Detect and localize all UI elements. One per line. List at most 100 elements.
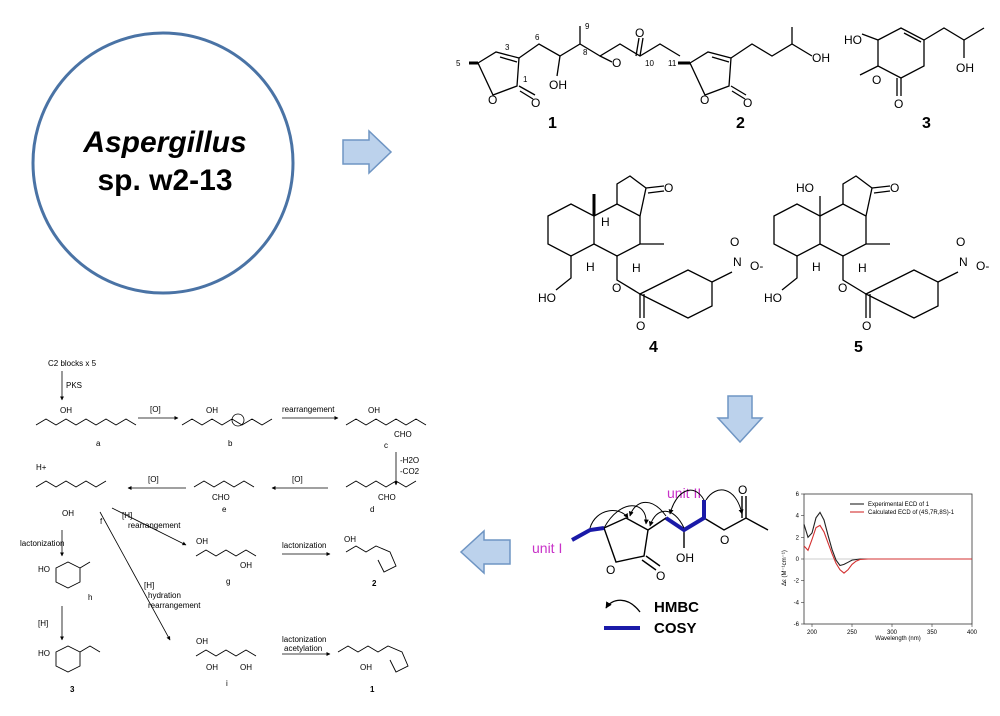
bio-g-oh2: OH [240,561,252,570]
bio-ox3: [O] [292,475,303,484]
bio-g-label: g [226,577,230,586]
right-block-arrow [342,129,393,175]
bio-h-label: h [88,593,92,602]
c2-oh: OH [812,51,830,65]
bio-c-oh: OH [368,406,380,415]
organism-panel: Aspergillus sp. w2-13 [31,31,295,295]
bio-h-plus: H+ [36,463,47,472]
hmbc-arrow-6 [705,489,744,515]
bio-i-chain [195,649,257,657]
c4-o-top: O [730,235,739,249]
c2-ring-o: O [700,93,709,107]
c4-carbonyl-o: O [636,319,645,333]
bio-i-oh1: OH [196,637,208,646]
c5-ester-o: O [838,281,847,295]
bio-p1-oh: OH [360,663,372,672]
c4-o-minus: O- [750,259,763,273]
bio-p1-label: 1 [370,685,375,694]
bio-p3-label: 3 [70,685,75,694]
hmbc-arrow-3 [628,502,667,517]
bio-hydr-2: hydration [148,591,181,600]
compound-1-structure [469,26,681,100]
lactone-ring [603,517,649,563]
ecd-x-tick-label: 400 [967,630,978,636]
ecd-y-tick-label: -2 [794,579,800,585]
bio-h-structure [55,561,91,589]
c5-carbonyl-o: O [862,319,871,333]
ecd-x-tick-label: 200 [807,630,818,636]
bio-f-label: f [100,517,103,526]
cosy-bonds [571,500,706,542]
bio-g-oh1: OH [196,537,208,546]
bio-a-label: a [96,439,101,448]
c1-ring-o: O [488,93,497,107]
ecd-legend-label: Experimental ECD of 1 [868,502,930,508]
biosynthesis-scheme: C2 blocks x 5 PKS OH a [O] OH b rearrang… [20,359,427,694]
corr-carbonyl-o: O [656,569,665,583]
c5-lactone-o: O [890,181,899,195]
organism-circle [31,31,295,295]
c3-oh: OH [956,61,974,75]
corr-oh: OH [676,551,694,565]
corr-ring-o: O [606,563,615,577]
c4-ho: HO [538,291,556,305]
ecd-y-tick-label: 2 [796,535,800,541]
compound-1-label: 1 [548,115,557,132]
bio-i-label: i [226,679,228,688]
bio-h-rearr-2: rearrangement [128,521,181,530]
ecd-x-axis-label: Wavelength (nm) [875,636,920,642]
bio-hydr-1: [H] [144,581,154,590]
ecd-x-tick-label: 250 [847,630,858,636]
hmbc-legend-label: HMBC [654,599,699,616]
compound-2-structure [678,27,813,100]
bio-hydr-3: rearrangement [148,601,201,610]
c1-num-6: 6 [535,33,540,42]
bio-rearr1: rearrangement [282,405,335,414]
bio-d-chain [345,480,417,488]
compound-4-structure [547,175,733,319]
c4-ester-o: O [612,281,621,295]
hmbc-arrow-4 [648,510,685,529]
bio-lactonization-1: lactonization [20,539,64,548]
corr-acetyl-o: O [738,483,747,497]
corr-ester-o: O [720,533,729,547]
c3-ho: HO [844,33,862,47]
ecd-legend-label: Calculated ECD of (4S,7R,8S)-1 [868,510,955,516]
ecd-y-tick-label: -4 [794,600,800,606]
bio-minus-co2: -CO2 [400,467,420,476]
ecd-calculated-line [803,524,972,574]
ecd-x-tick-label: 300 [887,630,898,636]
compound-5-label: 5 [854,339,863,356]
c5-h-2: H [858,261,867,275]
compound-5-structure [773,175,959,319]
bio-f-oh: OH [62,509,74,518]
hmbc-arrow-1 [589,510,629,529]
c1-num-5: 5 [456,59,461,68]
unit-i-label: unit I [532,540,562,556]
bio-lactonization-3: lactonization [282,635,326,644]
c5-h-1: H [812,260,821,274]
organism-genus: Aspergillus [82,126,246,159]
hmbc-arrow-5 [668,489,705,515]
down-block-arrow [716,395,764,444]
bio-b-oh: OH [206,406,218,415]
bio-e-label: e [222,505,227,514]
c3-ring-o: O [872,73,881,87]
c4-h-2: H [586,260,595,274]
bio-ox2: [O] [148,475,159,484]
ecd-y-tick-label: -6 [794,622,800,628]
ecd-y-tick-label: 4 [796,514,800,520]
bio-ox1: [O] [150,405,161,414]
c1-num-3: 3 [505,43,510,52]
c2-carbonyl-o: O [743,96,752,110]
bio-d-cho: CHO [378,493,396,502]
bio-start: C2 blocks x 5 [48,359,97,368]
bio-e-chain [193,480,255,488]
c4-lactone-o: O [664,181,673,195]
c4-h-3: H [632,261,641,275]
bio-i-oh2: OH [206,663,218,672]
c5-ho-top: HO [796,181,814,195]
bio-b-label: b [228,439,233,448]
